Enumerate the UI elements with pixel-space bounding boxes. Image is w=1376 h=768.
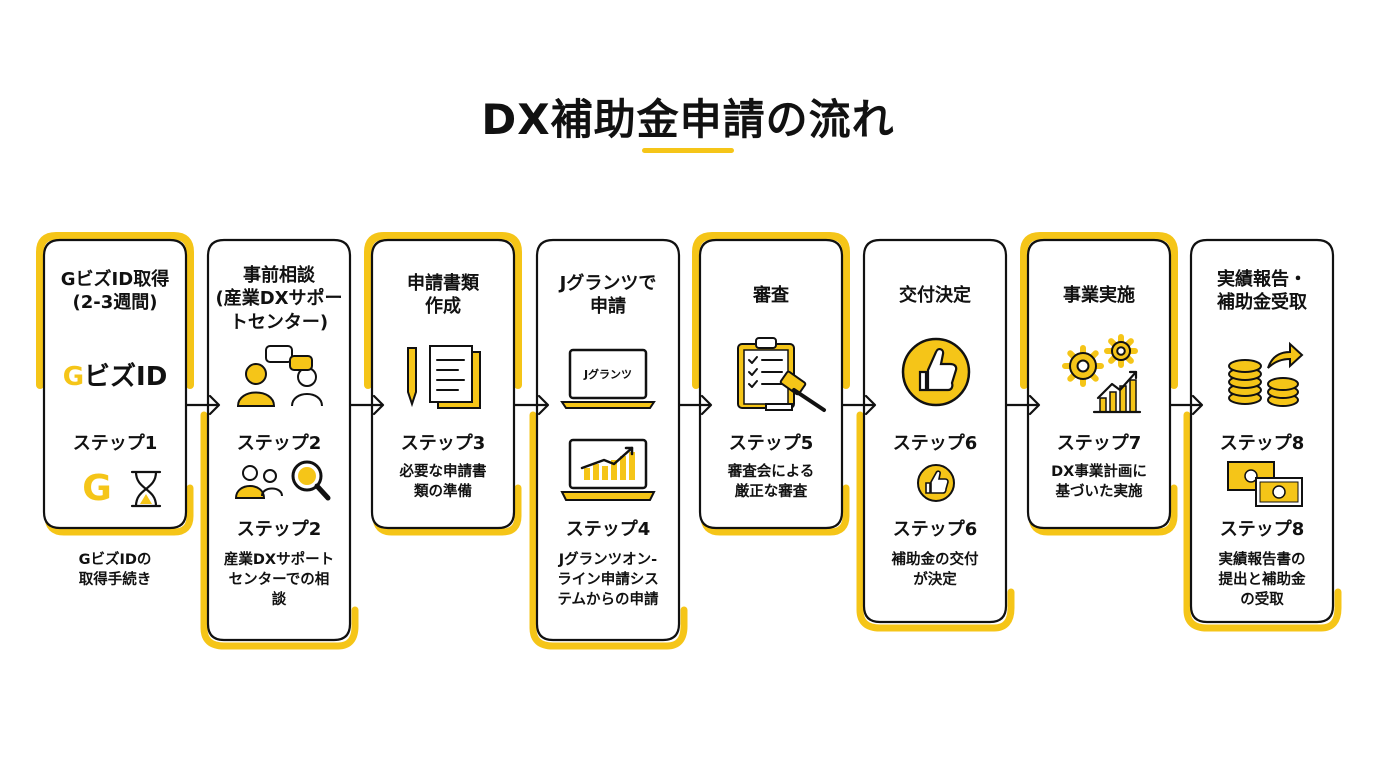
step-label: ステップ2: [236, 519, 322, 540]
step-label: ステップ2: [236, 433, 322, 454]
coins-arrow-icon: [1228, 341, 1304, 407]
step-description: 審査会による 厳正な審査: [727, 464, 815, 500]
consultation-people-icon: [236, 345, 323, 407]
step-box-7: [1026, 238, 1172, 530]
step-description: 産業DXサポート センターでの相 談: [223, 552, 335, 608]
step-box-6: [862, 238, 1008, 624]
step-heading: 交付決定: [899, 285, 971, 306]
step-label: ステップ3: [400, 433, 486, 454]
step-heading: 実績報告・ 補助金受取: [1217, 269, 1307, 314]
step-heading: 事業実施: [1063, 285, 1135, 306]
box-accent: [1020, 232, 1178, 389]
step-label: ステップ4: [565, 519, 651, 540]
hourglass-icon: [130, 470, 162, 508]
svg-text:G: G: [82, 468, 112, 509]
connector-arrow-icon: [864, 394, 877, 416]
step-label: ステップ8: [1219, 433, 1305, 454]
step-description: 実績報告書の 提出と補助金 の受取: [1218, 552, 1306, 608]
gbizid-logo: GビズID: [62, 362, 168, 392]
connector-arrow-icon: [1191, 394, 1204, 416]
people-search-icon: [234, 460, 331, 501]
box-accent-shadow: [856, 411, 1015, 632]
connector-arrow-icon: [208, 394, 221, 416]
step-description: Jグランツオン- ライン申請シス テムからの申請: [557, 552, 659, 608]
clipboard-gavel-icon: [737, 337, 826, 412]
page-title: DX補助金申請の流れ: [481, 95, 895, 144]
laptop-chart-icon: [560, 438, 656, 501]
g-letter-icon: G: [82, 468, 112, 509]
connector-arrow-icon: [1028, 394, 1041, 416]
banknotes-icon: [1227, 461, 1303, 507]
connector-arrow-icon: [700, 394, 713, 416]
step-box-2: [206, 238, 352, 642]
connector-arrow-icon: [537, 394, 550, 416]
title-underline: [642, 148, 734, 153]
step-heading: GビズID取得 (2-3週間): [60, 269, 170, 314]
gbizid-caption: GビズIDの 取得手続き: [78, 552, 152, 588]
box-accent: [36, 232, 194, 389]
step-label: ステップ6: [892, 433, 978, 454]
pen-document-icon: [407, 345, 481, 409]
step-heading: 審査: [753, 285, 789, 306]
box-accent-shadow: [529, 411, 688, 650]
step-description: 補助金の交付 が決定: [891, 552, 979, 588]
step-label: ステップ7: [1056, 433, 1142, 454]
step-heading: Jグランツで 申請: [559, 273, 657, 318]
step-label: ステップ6: [892, 519, 978, 540]
gears-chart-icon: [1062, 334, 1142, 414]
step-label: ステップ8: [1219, 519, 1305, 540]
box-accent: [692, 232, 850, 389]
laptop-screen-text: Jグランツ: [583, 367, 632, 381]
step-description: 必要な申請書 類の準備: [399, 464, 487, 500]
box-accent-shadow: [1183, 411, 1342, 632]
step-box-8: [1189, 238, 1335, 624]
small-thumbs-up-icon: [917, 464, 955, 502]
step-heading: 申請書類 作成: [407, 273, 479, 318]
laptop-icon: Jグランツ: [560, 348, 656, 409]
step-description: DX事業計画に 基づいた実施: [1051, 464, 1147, 500]
box-accent: [364, 232, 522, 389]
connector-arrow-icon: [372, 394, 385, 416]
step-heading: 事前相談 (産業DXサポー トセンター): [215, 265, 343, 333]
step-label: ステップ5: [728, 433, 814, 454]
thumbs-up-icon: [901, 337, 971, 407]
step-label: ステップ1: [72, 433, 158, 454]
box-accent-shadow: [200, 411, 359, 650]
step-box-1: [42, 238, 188, 530]
